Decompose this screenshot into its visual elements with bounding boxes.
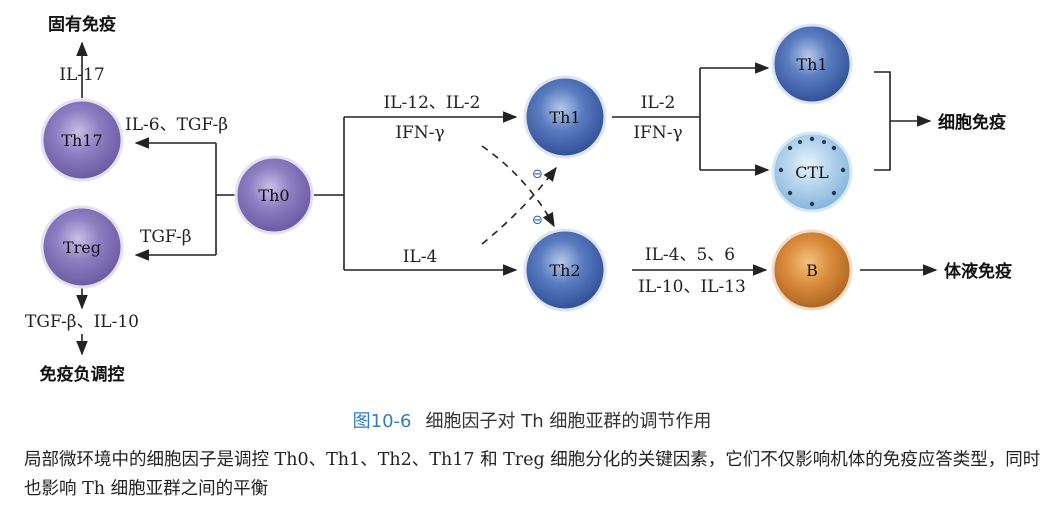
label-th2-out-line1: IL-4、5、6 [645, 245, 735, 265]
cell-th2: Th2 [525, 230, 605, 310]
label-treg-out: TGF-β、IL-10 [25, 312, 139, 332]
cell-ctl: CTL [773, 133, 851, 211]
outcome-cellular: 细胞免疫 [938, 112, 1006, 133]
label-to-th17: IL-6、TGF-β [125, 115, 228, 135]
cellular-bracket [874, 72, 890, 170]
dashed-th2-to-th1 [482, 168, 556, 244]
cell-treg: Treg [42, 207, 122, 287]
cell-th17-label: Th17 [61, 131, 102, 150]
figure-caption: 局部微环境中的细胞因子是调控 Th0、Th1、Th2、Th17 和 Treg 细… [24, 446, 1044, 504]
label-th1-out-line1: IL-2 [641, 93, 676, 113]
inhibition-symbol-upper: ⊖ [532, 167, 543, 182]
cell-b-label: B [806, 261, 818, 280]
outcome-innate: 固有免疫 [48, 14, 116, 35]
cell-b: B [773, 231, 851, 309]
label-to-th1-line1: IL-12、IL-2 [384, 93, 481, 113]
figure-number: 图10-6 [353, 411, 412, 432]
cell-th1-mid-label: Th1 [549, 108, 580, 127]
label-to-th2: IL-4 [403, 247, 438, 267]
cell-ctl-label: CTL [795, 163, 829, 182]
th-differentiation-diagram: ⊖ ⊖ Th0 Th17 Treg Th1 Th2 Th1 CTL B [0, 0, 1064, 400]
outcome-humoral: 体液免疫 [944, 261, 1012, 282]
label-th2-out-line2: IL-10、IL-13 [638, 277, 746, 297]
label-il17: IL-17 [59, 65, 104, 85]
label-to-treg: TGF-β [140, 227, 192, 247]
cell-th0: Th0 [236, 157, 312, 233]
figure-title-text: 细胞因子对 Th 细胞亚群的调节作用 [426, 411, 712, 432]
cell-th1-right-label: Th1 [796, 55, 827, 74]
figure-title: 图10-6 细胞因子对 Th 细胞亚群的调节作用 [0, 407, 1064, 433]
cell-th17: Th17 [42, 100, 122, 180]
label-th1-out-line2: IFN-γ [633, 123, 682, 143]
dashed-th1-to-th2 [482, 146, 554, 226]
cell-treg-label: Treg [63, 238, 101, 257]
cell-th2-label: Th2 [549, 261, 580, 280]
label-to-th1-line2: IFN-γ [395, 123, 444, 143]
cell-th0-label: Th0 [258, 186, 289, 205]
cell-th1-right: Th1 [773, 25, 851, 103]
inhibition-symbol-lower: ⊖ [532, 213, 543, 228]
outcome-negative-regulation: 免疫负调控 [40, 364, 125, 385]
cell-th1-mid: Th1 [525, 77, 605, 157]
